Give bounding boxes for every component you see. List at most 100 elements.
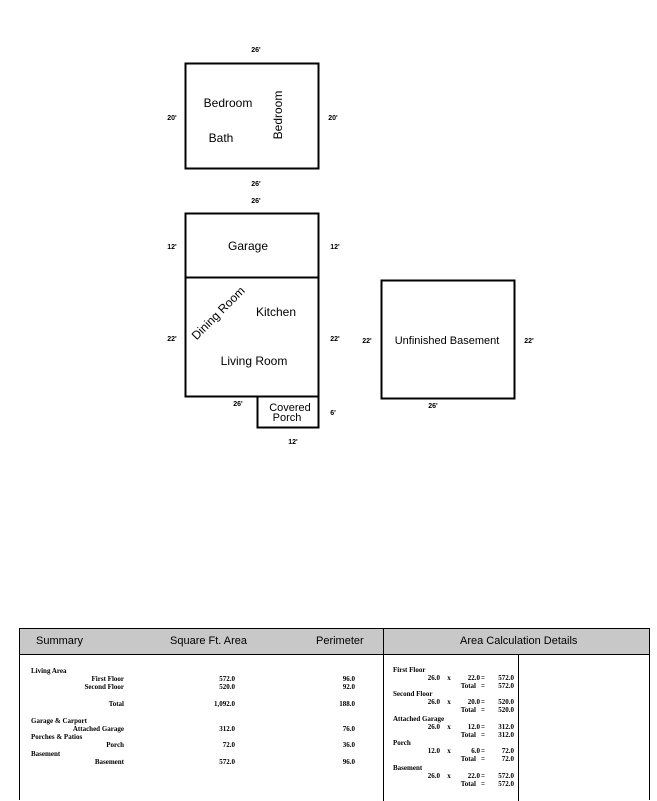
room-bath: Bath: [209, 131, 234, 145]
room-bedroom-2: Bedroom: [271, 91, 285, 140]
detail-total-label: Total: [460, 706, 476, 714]
detail-times: x: [447, 674, 451, 682]
detail-total-label: Total: [460, 755, 476, 763]
report-header-bar: Summary Square Ft. Area Perimeter Area C…: [20, 629, 649, 655]
detail-total-equals: =: [481, 706, 485, 714]
detail-times: x: [447, 723, 451, 731]
floor-plan-diagram: Bedroom Bath Bedroom 26' 26' 20' 20' Gar…: [167, 47, 534, 446]
detail-total-value: 572.0: [498, 780, 514, 788]
summary-row-label: Porches & Patios: [31, 733, 83, 741]
detail-total-label: Total: [460, 780, 476, 788]
upper-dim-left: 20': [167, 115, 177, 122]
room-garage: Garage: [228, 239, 268, 253]
room-unfinished-basement: Unfinished Basement: [395, 335, 500, 347]
summary-row-label: Living Area: [31, 667, 67, 675]
detail-width: 6.0: [471, 747, 480, 755]
summary-row-label: Basement: [94, 758, 124, 766]
basement-dim-bottom: 26': [428, 403, 438, 410]
column-divider-details: [518, 655, 519, 801]
detail-heading: Attached Garage: [393, 715, 445, 723]
detail-heading: Second Floor: [393, 690, 433, 698]
living-dim-right: 22': [330, 336, 340, 343]
porch-dim-bottom: 12': [288, 439, 298, 446]
summary-row-perimeter: 96.0: [342, 758, 355, 766]
detail-times: x: [447, 698, 451, 706]
room-bedroom-1: Bedroom: [204, 96, 253, 110]
basement-dim-right: 22': [524, 338, 534, 345]
header-summary: Summary: [36, 635, 84, 647]
summary-row-label: Attached Garage: [72, 725, 124, 733]
detail-equals: =: [481, 674, 485, 682]
room-dining-room: Dining Room: [189, 284, 248, 343]
garage-dim-top: 26': [251, 198, 261, 205]
detail-total-equals: =: [481, 780, 485, 788]
detail-total-equals: =: [481, 731, 485, 739]
detail-length: 26.0: [427, 698, 440, 706]
detail-total-value: 520.0: [498, 706, 514, 714]
summary-row-label: Basement: [31, 750, 61, 758]
summary-row-perimeter: 36.0: [342, 741, 355, 749]
summary-row-label: Second Floor: [84, 683, 124, 691]
area-report-table: Summary Square Ft. Area Perimeter Area C…: [19, 628, 650, 801]
detail-length: 12.0: [427, 747, 440, 755]
summary-row-label: First Floor: [91, 675, 124, 683]
summary-row-label: Total: [108, 700, 124, 708]
detail-width: 22.0: [467, 674, 480, 682]
porch-outline: [256, 395, 320, 429]
detail-total-value: 572.0: [498, 682, 514, 690]
detail-total-value: 312.0: [498, 731, 514, 739]
first-floor-outline: [184, 276, 320, 398]
detail-product: 72.0: [501, 747, 514, 755]
detail-times: x: [447, 772, 451, 780]
room-covered-porch-line1: Covered: [269, 402, 311, 414]
detail-equals: =: [481, 723, 485, 731]
detail-equals: =: [481, 747, 485, 755]
detail-width: 12.0: [467, 723, 480, 731]
porch-dim-right: 6': [330, 410, 336, 417]
detail-times: x: [447, 747, 451, 755]
summary-row-area: 572.0: [219, 675, 235, 683]
summary-row-area: 312.0: [219, 725, 235, 733]
header-perimeter: Perimeter: [316, 635, 364, 647]
detail-heading: Basement: [393, 764, 423, 772]
detail-width: 22.0: [467, 772, 480, 780]
living-dim-left: 22': [167, 336, 177, 343]
room-covered-porch-line2: Porch: [273, 412, 302, 424]
detail-total-label: Total: [460, 682, 476, 690]
detail-total-label: Total: [460, 731, 476, 739]
summary-row-area: 1,092.0: [214, 700, 235, 708]
upper-floor-outline: [184, 62, 320, 170]
detail-heading: Porch: [393, 739, 411, 747]
column-divider-main: [383, 629, 384, 801]
garage-dim-left: 12': [167, 244, 177, 251]
summary-row-area: 572.0: [219, 758, 235, 766]
detail-product: 572.0: [498, 674, 514, 682]
room-living-room: Living Room: [221, 354, 288, 368]
summary-row-label: Porch: [106, 741, 124, 749]
upper-dim-right: 20': [328, 115, 338, 122]
detail-length: 26.0: [427, 674, 440, 682]
summary-row-perimeter: 96.0: [342, 675, 355, 683]
summary-row-perimeter: 76.0: [342, 725, 355, 733]
summary-row-label: Garage & Carport: [31, 717, 87, 725]
detail-length: 26.0: [427, 723, 440, 731]
summary-row-perimeter: 92.0: [342, 683, 355, 691]
basement-outline: [380, 279, 516, 400]
summary-row-area: 72.0: [222, 741, 235, 749]
detail-total-value: 72.0: [501, 755, 514, 763]
room-kitchen: Kitchen: [256, 305, 296, 319]
detail-equals: =: [481, 698, 485, 706]
detail-total-equals: =: [481, 755, 485, 763]
detail-product: 312.0: [498, 723, 514, 731]
header-area-calculation-details: Area Calculation Details: [460, 635, 578, 647]
summary-row-perimeter: 188.0: [339, 700, 355, 708]
living-dim-bottom: 26': [233, 401, 243, 408]
detail-product: 520.0: [498, 698, 514, 706]
detail-width: 20.0: [467, 698, 480, 706]
detail-heading: First Floor: [393, 666, 426, 674]
header-square-ft-area: Square Ft. Area: [170, 635, 248, 647]
upper-dim-top: 26': [251, 47, 261, 54]
detail-total-equals: =: [481, 682, 485, 690]
detail-length: 26.0: [427, 772, 440, 780]
basement-dim-left: 22': [362, 338, 372, 345]
